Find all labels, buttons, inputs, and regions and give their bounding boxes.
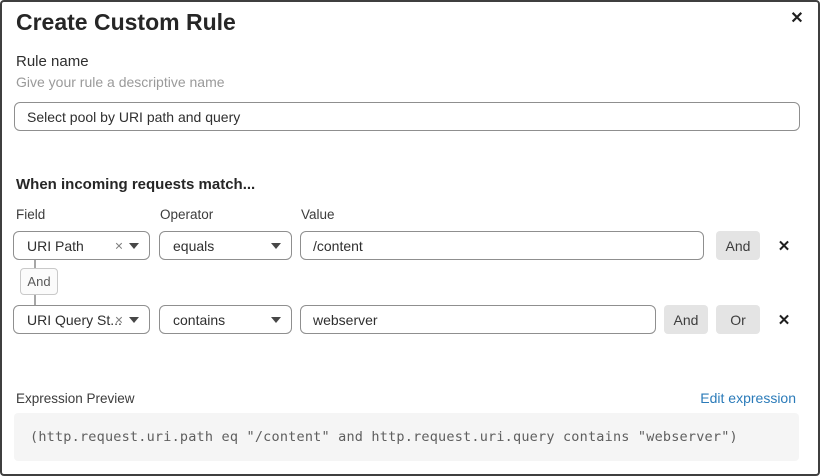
delete-row2-icon[interactable]: ✕	[777, 311, 791, 329]
operator-select-row2-value: contains	[173, 311, 226, 328]
value-input-row1[interactable]	[300, 231, 704, 260]
value-input-row2[interactable]	[300, 305, 656, 334]
chevron-down-icon	[271, 316, 281, 323]
delete-row1-icon[interactable]: ✕	[777, 237, 791, 255]
edit-expression-link[interactable]: Edit expression	[700, 390, 796, 406]
dialog-title: Create Custom Rule	[16, 9, 236, 35]
and-connector-badge: And	[20, 268, 58, 295]
expression-code-block: (http.request.uri.path eq "/content" and…	[14, 413, 799, 461]
close-icon[interactable]: ✕	[790, 10, 804, 27]
field-select-row2-value: URI Query St...	[27, 311, 122, 328]
rule-name-label: Rule name	[16, 53, 89, 70]
or-button-row2[interactable]: Or	[716, 305, 760, 334]
rule-name-helper: Give your rule a descriptive name	[16, 74, 225, 90]
field-select-row1-value: URI Path	[27, 237, 84, 254]
rule-name-input[interactable]	[14, 102, 800, 131]
operator-select-row2[interactable]: contains	[159, 305, 292, 334]
field-select-row1[interactable]: URI Path ×	[13, 231, 150, 260]
expression-code: (http.request.uri.path eq "/content" and…	[30, 429, 738, 445]
and-button-row1[interactable]: And	[716, 231, 760, 260]
operator-select-row1-value: equals	[173, 237, 215, 254]
connector-line-top	[34, 260, 36, 269]
column-label-field: Field	[16, 207, 46, 222]
column-label-value: Value	[301, 207, 335, 222]
chevron-down-icon	[129, 316, 139, 323]
field-select-row2[interactable]: URI Query St... ×	[13, 305, 150, 334]
expression-preview-label: Expression Preview	[16, 391, 135, 406]
operator-select-row1[interactable]: equals	[159, 231, 292, 260]
connector-line-bottom	[34, 295, 36, 305]
and-button-row2[interactable]: And	[664, 305, 708, 334]
chevron-down-icon	[129, 242, 139, 249]
clear-selection-icon[interactable]: ×	[114, 310, 123, 327]
match-heading: When incoming requests match...	[16, 176, 256, 193]
chevron-down-icon	[271, 242, 281, 249]
clear-selection-icon[interactable]: ×	[114, 236, 123, 253]
column-label-operator: Operator	[160, 207, 214, 222]
